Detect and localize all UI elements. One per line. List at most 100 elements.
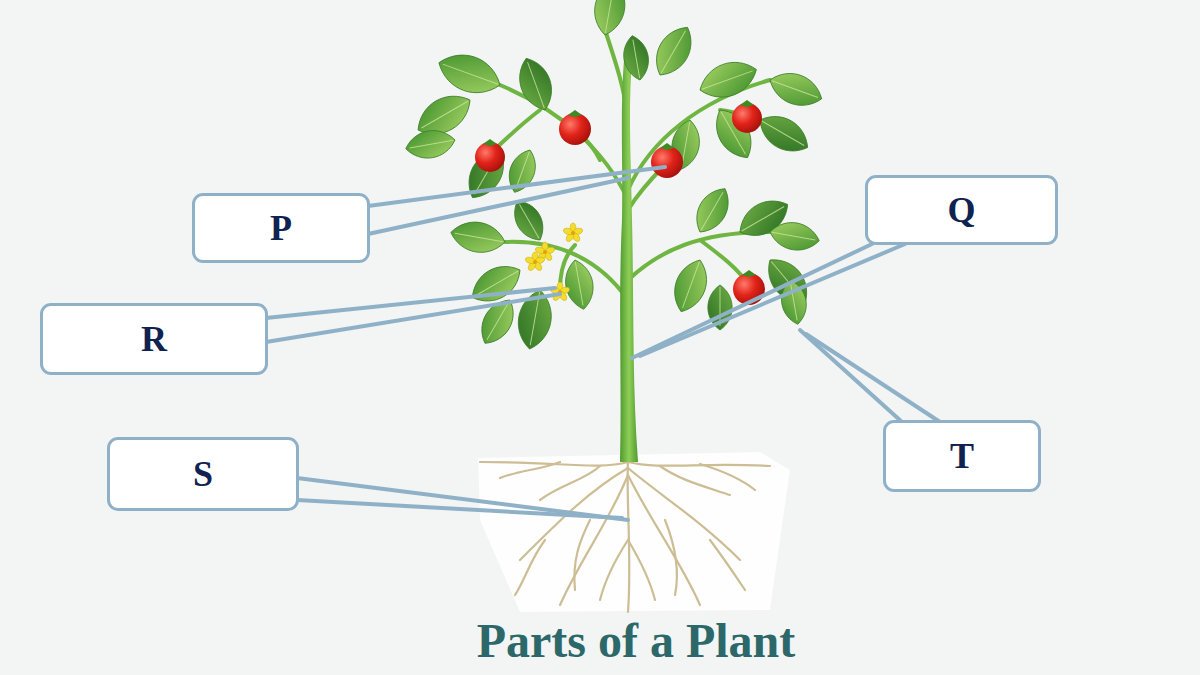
roots	[480, 460, 770, 612]
leaf-blade	[460, 143, 513, 205]
leaf	[433, 46, 506, 101]
leaf	[403, 127, 457, 162]
leaf-blade	[688, 182, 736, 239]
label-box: R	[40, 303, 268, 375]
label-box: P	[192, 193, 370, 263]
leaf-vein	[575, 262, 583, 305]
part-letter: P	[270, 207, 292, 249]
flower	[525, 252, 546, 272]
leaf-vein	[516, 152, 529, 189]
leader-line	[297, 478, 628, 520]
tomato-calyx	[483, 139, 497, 146]
root-strand	[560, 475, 628, 605]
diagram-title: Parts of a Plant	[477, 613, 796, 668]
leaf-vein	[528, 62, 545, 108]
flower-center	[533, 260, 537, 264]
stem	[620, 60, 638, 462]
leaf-vein	[661, 31, 686, 73]
part-letter: R	[141, 318, 167, 360]
leaf-vein	[520, 204, 540, 238]
leaf-blade	[590, 0, 629, 38]
leaf-vein	[772, 81, 818, 98]
root-strand	[628, 460, 630, 612]
root-strand	[628, 475, 700, 605]
leaf	[460, 143, 513, 205]
leaf-blade	[768, 219, 822, 254]
tomato	[651, 143, 683, 178]
tomato-calyx	[568, 110, 582, 117]
leaf	[667, 255, 714, 317]
flower	[550, 282, 571, 302]
part-letter: T	[950, 435, 974, 477]
leaf-vein	[762, 121, 804, 146]
leaf-blade	[753, 107, 815, 160]
leaf-vein	[487, 302, 509, 340]
part-letter: S	[193, 453, 213, 495]
tomato	[733, 270, 765, 305]
root-strand	[515, 540, 545, 595]
flower-center	[543, 250, 547, 254]
leaf-vein	[422, 101, 469, 128]
leaf	[448, 218, 507, 257]
flower-center	[571, 231, 575, 235]
leaf-blade	[620, 34, 652, 83]
part-letter: Q	[947, 189, 975, 231]
leader-line	[806, 334, 940, 422]
label-box: T	[883, 420, 1041, 492]
leaf-vein	[443, 64, 498, 84]
leaf-blade	[562, 258, 597, 312]
tomato	[559, 110, 591, 145]
leader-line	[632, 244, 872, 358]
leaf-vein	[633, 40, 640, 78]
label-box: Q	[865, 175, 1058, 245]
root-strand	[628, 540, 655, 600]
leaf-vein	[410, 140, 453, 148]
leader-line	[640, 244, 905, 356]
tomato-calyx	[740, 100, 754, 107]
leaf-vein	[682, 122, 690, 165]
leaf-vein	[455, 233, 503, 242]
leaf-blade	[448, 218, 507, 257]
tomato-body	[475, 142, 505, 172]
tomato	[732, 100, 762, 133]
root-strand	[710, 540, 745, 590]
tomato-calyx	[660, 143, 674, 150]
leaf-vein	[683, 262, 700, 308]
leaf-vein	[701, 192, 723, 230]
leaf	[768, 219, 822, 254]
leaf	[590, 0, 629, 38]
tomato-calyx	[742, 270, 756, 277]
root-strand	[574, 520, 590, 590]
leaf-blade	[647, 20, 700, 82]
leader-line	[297, 500, 622, 518]
tomato-body	[733, 273, 765, 305]
leaf-blade	[403, 127, 457, 162]
leaf	[765, 66, 827, 113]
leaf	[620, 34, 652, 83]
root-strand	[600, 540, 628, 600]
tomato-body	[651, 146, 683, 178]
root-strand	[628, 468, 740, 560]
leaf-blade	[694, 54, 761, 105]
leaf	[694, 54, 761, 105]
leaf-vein	[790, 282, 797, 320]
root-strand	[700, 464, 755, 490]
flower	[563, 223, 584, 243]
leaf-blade	[765, 66, 827, 113]
leaf	[512, 53, 559, 115]
root-strand	[665, 520, 677, 595]
leaf-blade	[512, 53, 559, 115]
leaf	[647, 20, 700, 82]
leaf	[562, 258, 597, 312]
root-strand	[500, 462, 560, 478]
leaf	[753, 107, 815, 160]
soil-patch	[478, 452, 790, 612]
leader-line	[800, 330, 902, 422]
leaf-blade	[667, 255, 714, 317]
root-strand	[540, 466, 600, 500]
leaf-vein	[702, 71, 753, 89]
leader-line	[368, 178, 628, 234]
leaf	[688, 182, 736, 239]
tomato-body	[732, 103, 762, 133]
